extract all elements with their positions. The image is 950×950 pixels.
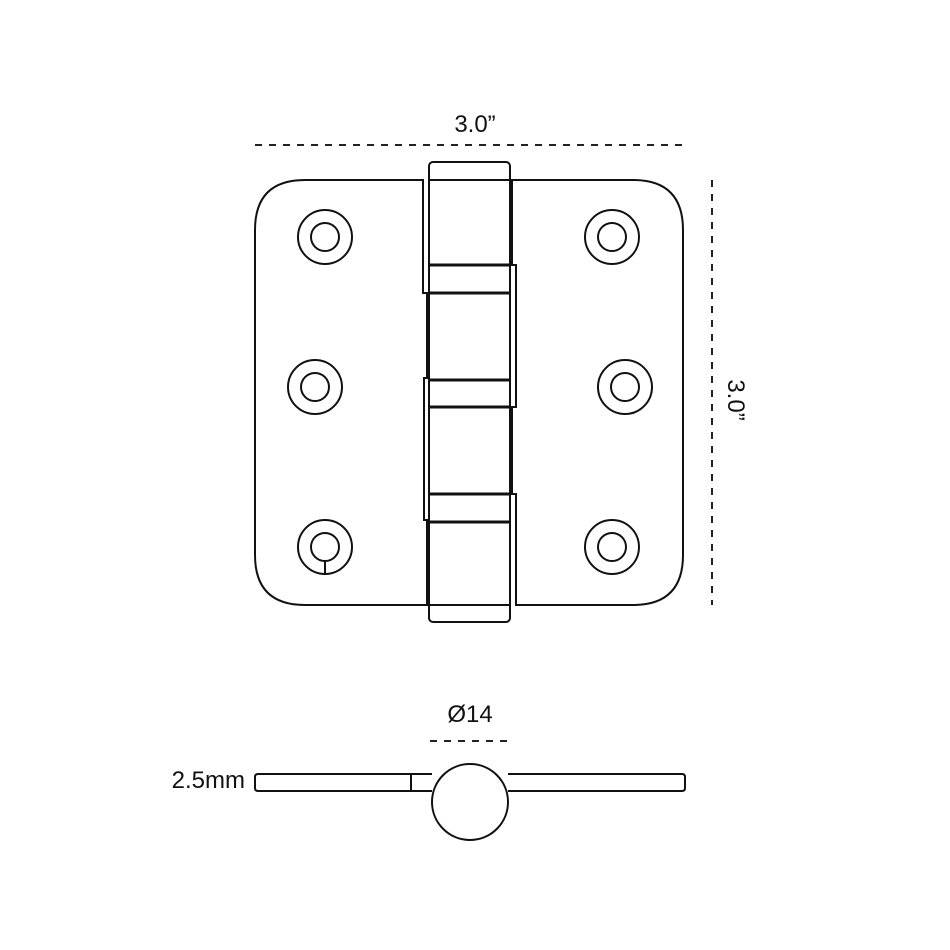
screw-hole — [584, 209, 640, 265]
screw-hole — [287, 359, 343, 415]
right-leaf — [511, 179, 684, 606]
knuckle — [428, 161, 511, 623]
thickness-label: 2.5mm — [172, 767, 245, 794]
screw-hole — [597, 359, 653, 415]
screw-holes — [287, 209, 653, 575]
screw-hole — [297, 209, 353, 265]
side-profile — [254, 763, 686, 841]
knuckle-diameter-label: Ø14 — [447, 701, 492, 728]
width-label: 3.0” — [454, 111, 495, 138]
height-label: 3.0” — [722, 379, 749, 420]
left-leaf — [254, 179, 428, 606]
screw-hole — [584, 519, 640, 575]
